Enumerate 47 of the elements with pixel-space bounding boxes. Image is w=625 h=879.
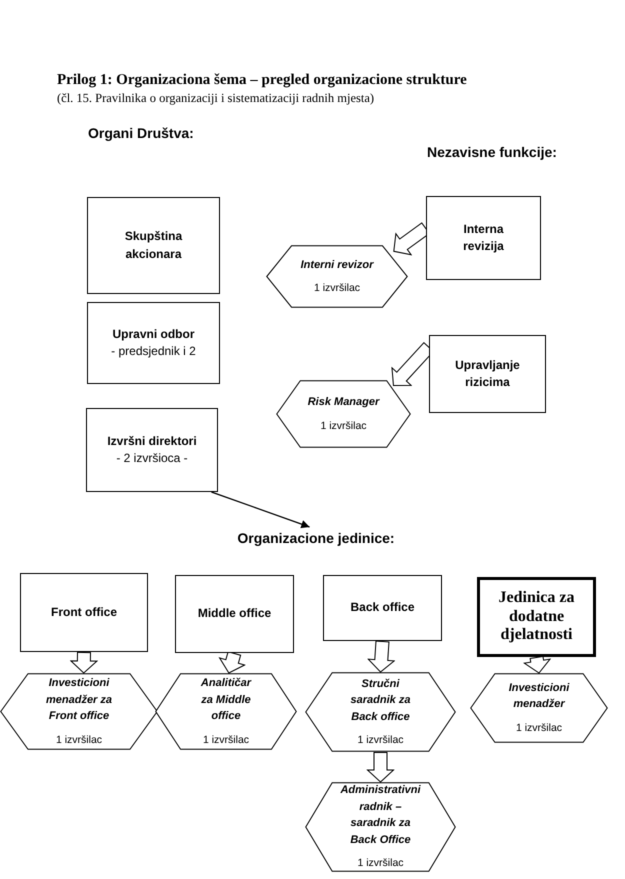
staff-count: 1 izvršilac [56,732,102,748]
organ-box [323,575,442,641]
unit-name: Skupština akcionara [124,228,184,262]
position-title: Stručni saradnik za Back office [350,676,412,725]
position-hexagon [155,673,297,750]
diagram-subtitle: (čl. 15. Pravilnika o organizaciji i sistematizaciji radnih mjesta) [57,91,374,106]
section-heading: Nezavisne funkcije: [427,144,557,160]
section-heading: Organi Društva: [88,125,194,141]
position-hexagon [470,673,608,743]
staff-count: 1 izvršilac [357,733,404,748]
section-heading: Organizacione jedinice: [236,527,396,549]
unit-name: Interna revizija [462,220,505,255]
staff-count: 1 izvršilac [357,856,404,872]
position-hexagon [305,782,456,872]
unit-name: Front office [51,604,117,621]
diagram-title: Prilog 1: Organizaciona šema – pregled organizacione strukture [57,72,467,89]
position-hexagon [276,380,411,448]
organ-box [87,302,220,384]
unit-name: Upravni odbor [112,326,194,343]
position-hexagon [305,672,456,752]
organ-box [87,197,220,294]
unit-name: Upravljanje rizicima [454,356,521,391]
unit-box [477,577,596,657]
staff-count: 1 izvršilac [202,732,250,748]
position-hexagon [0,673,158,750]
unit-name: Middle office [198,605,272,622]
position-title: Interni revizor [300,258,374,273]
staff-count: 1 izvršilac [516,720,562,736]
organ-box [20,573,148,652]
organ-box [429,335,546,413]
member-note: - 2 izvršioca - [116,450,188,467]
unit-name: Back office [350,599,415,616]
unit-name: Jedinica za dodatne djelatnosti [498,589,576,645]
position-hexagon [266,245,408,308]
position-title: Analitičar za Middle office [200,676,252,724]
position-title: Investicioni menadžer [508,680,570,712]
arrow [211,491,310,528]
organ-box [86,408,218,492]
position-title: Administrativni radnik – saradnik za Back Office [340,783,421,848]
member-note: - predsjednik i 2 [111,343,196,360]
organ-box [175,575,294,653]
staff-count: 1 izvršilac [314,281,360,296]
position-title: Risk Manager [308,395,380,410]
unit-name: Izvršni direktori [107,432,197,450]
staff-count: 1 izvršilac [320,418,367,434]
organ-box [426,196,541,280]
position-title: Investicioni menadžer za Front office [44,676,114,724]
